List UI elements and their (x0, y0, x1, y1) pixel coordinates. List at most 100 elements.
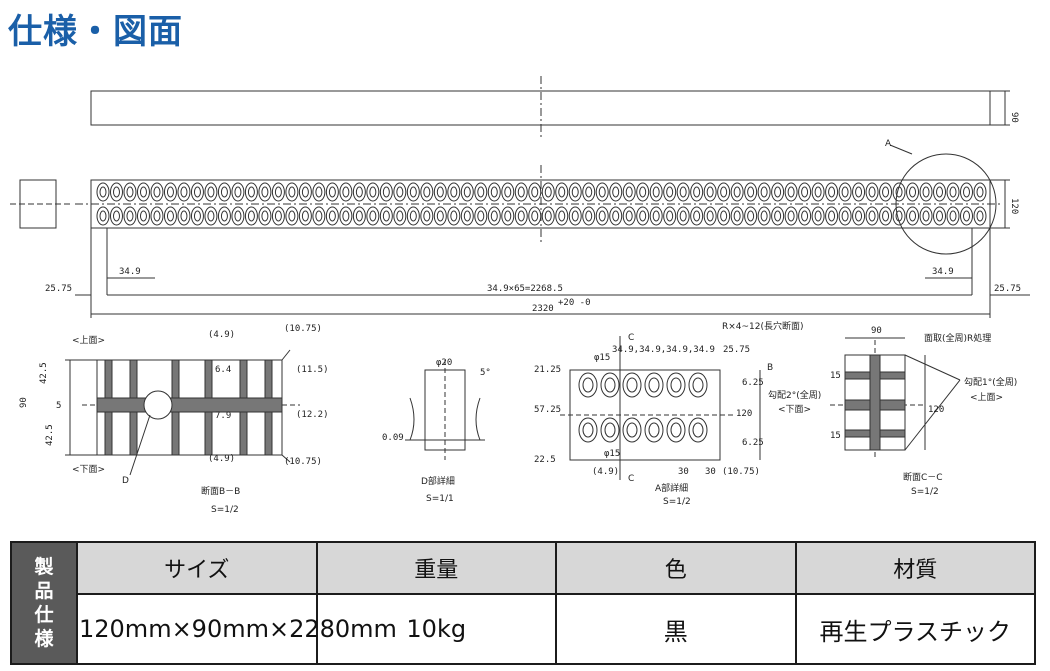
detail-hole (644, 372, 664, 398)
bb-v42-bot: 42.5 (45, 424, 55, 446)
drain-hole-inner (463, 186, 471, 198)
drain-hole-inner (571, 186, 579, 198)
drain-hole (393, 206, 407, 226)
drain-hole-inner (436, 186, 444, 198)
bb-d49-bot: (4.9) (208, 454, 235, 464)
cc-note1: 面取(全周)R処理 (924, 332, 991, 344)
cc-caption: 断面C－C (903, 471, 943, 483)
detail-hole (622, 417, 642, 443)
drain-hole-inner (652, 210, 660, 222)
drain-hole-inner (369, 186, 377, 198)
dim-edge-right: 25.75 (994, 284, 1021, 294)
drain-hole-inner (936, 210, 944, 222)
drain-hole-inner (463, 210, 471, 222)
drain-hole-inner (153, 210, 161, 222)
drain-hole (96, 206, 110, 226)
d-009: 0.09 (382, 433, 404, 443)
drain-hole-inner (247, 186, 255, 198)
a-pitch-row: 34.9,34.9,34.9,34.9 (612, 345, 715, 355)
drain-hole-inner (409, 186, 417, 198)
drain-hole-inner (774, 186, 782, 198)
drain-hole-inner (396, 186, 404, 198)
bb-d122: (12.2) (296, 410, 329, 420)
drain-hole (366, 206, 380, 226)
drain-hole-inner (841, 186, 849, 198)
page-title: 仕様・図面 (8, 12, 183, 52)
drain-hole (339, 182, 353, 202)
drain-hole (312, 206, 326, 226)
drain-hole-inner (868, 210, 876, 222)
drain-hole (433, 182, 447, 202)
drain-hole (109, 182, 123, 202)
drain-hole (271, 206, 285, 226)
dim-pitch-left: 34.9 (119, 267, 141, 277)
drain-hole-inner (585, 210, 593, 222)
drain-hole-inner (949, 210, 957, 222)
drain-hole (163, 182, 177, 202)
drain-hole (487, 182, 501, 202)
drain-hole-inner (882, 186, 890, 198)
detail-hole (666, 372, 686, 398)
drain-hole-inner (787, 210, 795, 222)
bb-d1075-top: (10.75) (284, 324, 322, 334)
drain-hole-inner (180, 186, 188, 198)
drain-hole (892, 206, 906, 226)
drain-hole (541, 182, 555, 202)
drain-hole (784, 206, 798, 226)
drain-hole-inner (585, 186, 593, 198)
drain-hole (960, 182, 974, 202)
bb-caption: 断面B－B (201, 485, 240, 497)
drain-hole (123, 206, 137, 226)
drain-hole (352, 206, 366, 226)
drain-hole (690, 206, 704, 226)
drain-hole (244, 206, 258, 226)
drain-hole (528, 206, 542, 226)
drain-hole (636, 206, 650, 226)
drain-hole (649, 182, 663, 202)
bb-v5: 5 (56, 401, 61, 411)
drain-hole (231, 182, 245, 202)
spec-value-weight: 10kg (315, 593, 557, 665)
drain-hole (879, 182, 893, 202)
detail-hole-inner (582, 377, 594, 393)
drain-hole-inner (706, 210, 714, 222)
spec-value-color: 黒 (555, 593, 797, 665)
drain-hole (217, 182, 231, 202)
drain-hole-inner (220, 186, 228, 198)
drain-hole-inner (382, 186, 390, 198)
drain-hole (663, 182, 677, 202)
drain-hole (595, 182, 609, 202)
drain-hole-inner (477, 186, 485, 198)
drain-hole-inner (558, 210, 566, 222)
drain-hole (919, 182, 933, 202)
drain-hole-inner (801, 210, 809, 222)
drain-hole (433, 206, 447, 226)
drain-hole-inner (193, 210, 201, 222)
drain-hole (973, 182, 987, 202)
drain-hole (568, 182, 582, 202)
detail-hole-inner (670, 377, 682, 393)
a-d5725: 57.25 (534, 405, 561, 415)
drain-hole-inner (274, 210, 282, 222)
detail-hole-inner (648, 377, 660, 393)
a-d2125: 21.25 (534, 365, 561, 375)
drain-hole (960, 206, 974, 226)
drain-hole (757, 206, 771, 226)
drain-hole (609, 206, 623, 226)
drain-hole (622, 182, 636, 202)
section-bb-drawing (65, 349, 300, 476)
bb-scale: S=1/2 (211, 505, 239, 515)
drain-hole (190, 206, 204, 226)
drain-hole (298, 182, 312, 202)
spec-table: 製品仕様 サイズ 重量 色 材質 120mm×90mm×2280mm 10kg … (10, 541, 1036, 665)
spec-header-weight: 重量 (315, 541, 557, 595)
dim-pitch-total: 34.9×65=2268.5 (487, 284, 563, 294)
drain-hole (352, 182, 366, 202)
bb-top-label: <上面> (72, 335, 105, 346)
spec-header-size: サイズ (76, 541, 318, 595)
d-phi20: φ20 (436, 358, 452, 368)
drain-hole (217, 206, 231, 226)
spec-value-material: 再生プラスチック (794, 593, 1036, 665)
drain-hole (123, 182, 137, 202)
drain-hole (366, 182, 380, 202)
